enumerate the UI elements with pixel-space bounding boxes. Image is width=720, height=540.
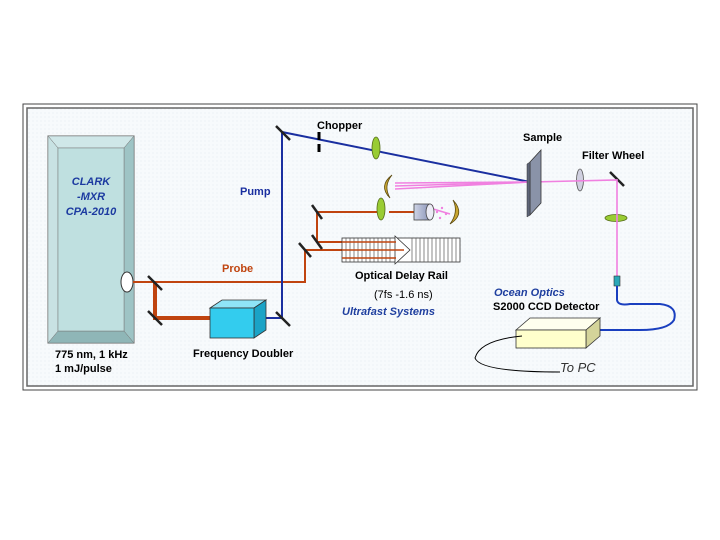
signal-beam <box>394 179 618 276</box>
frequency-doubler-label: Frequency Doubler <box>193 348 294 360</box>
optical-delay-rail <box>341 235 461 265</box>
detector-label: S2000 CCD Detector <box>493 301 600 313</box>
lens <box>371 136 628 222</box>
chopper-label: Chopper <box>317 120 363 132</box>
fiber-coupler <box>613 275 621 287</box>
pump-beam <box>262 130 531 319</box>
laser-name-line1: CLARK <box>72 176 112 188</box>
filter-wheel-label: Filter Wheel <box>582 150 644 162</box>
laser-aperture <box>120 271 134 293</box>
laser-name-line2: -MXR <box>77 191 105 203</box>
curved-mirror <box>384 174 460 225</box>
optical-fiber <box>590 286 676 331</box>
laser-spec-line2: 1 mJ/pulse <box>55 363 112 375</box>
mirror <box>147 125 625 327</box>
pc-cable <box>474 335 561 373</box>
filter-wheel-lens <box>576 168 584 192</box>
delay-range-label: (7fs -1.6 ns) <box>374 289 433 301</box>
to-pc-label: To PC <box>560 360 596 375</box>
ocean-optics-label: Ocean Optics <box>494 287 565 299</box>
probe-focusing-optic <box>413 203 435 221</box>
pump-label: Pump <box>240 186 271 198</box>
frequency-doubler <box>208 299 268 339</box>
laser-name-line3: CPA-2010 <box>66 206 117 218</box>
ccd-detector <box>514 317 602 349</box>
delay-rail-label: Optical Delay Rail <box>355 270 448 282</box>
probe-label: Probe <box>222 263 253 275</box>
laser-spec-line1: 775 nm, 1 kHz <box>55 349 128 361</box>
sample <box>526 148 542 218</box>
laser-unit <box>47 135 135 344</box>
ultrafast-systems-label: Ultrafast Systems <box>342 306 435 318</box>
sample-label: Sample <box>523 132 562 144</box>
